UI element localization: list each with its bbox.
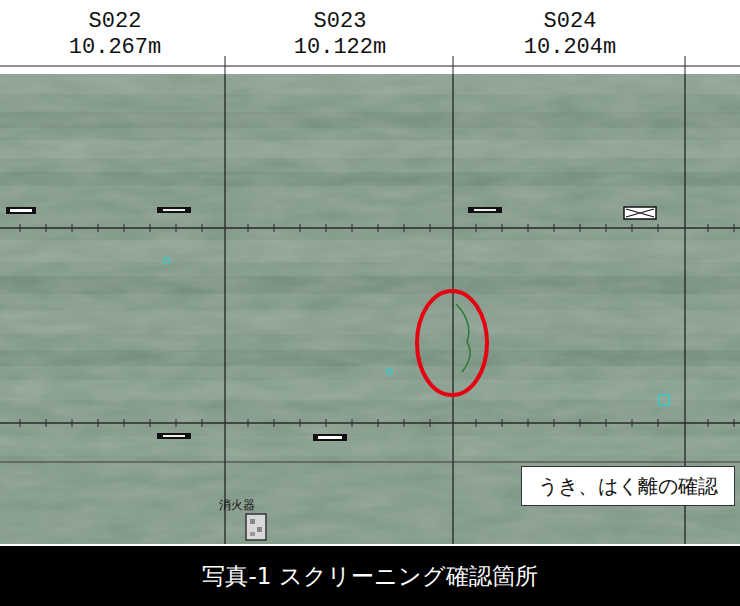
span-length: 10.267m: [50, 36, 180, 60]
span-id: S024: [505, 10, 635, 34]
note-text: うき、はく離の確認: [538, 473, 718, 499]
figure-caption: 写真-1 スクリーニング確認箇所: [0, 546, 740, 606]
span-id: S023: [275, 10, 405, 34]
note-box: うき、はく離の確認: [521, 466, 735, 506]
equipment-label: 消火器: [219, 497, 255, 514]
span-id: S022: [50, 10, 180, 34]
span-length: 10.204m: [505, 36, 635, 60]
span-length: 10.122m: [275, 36, 405, 60]
